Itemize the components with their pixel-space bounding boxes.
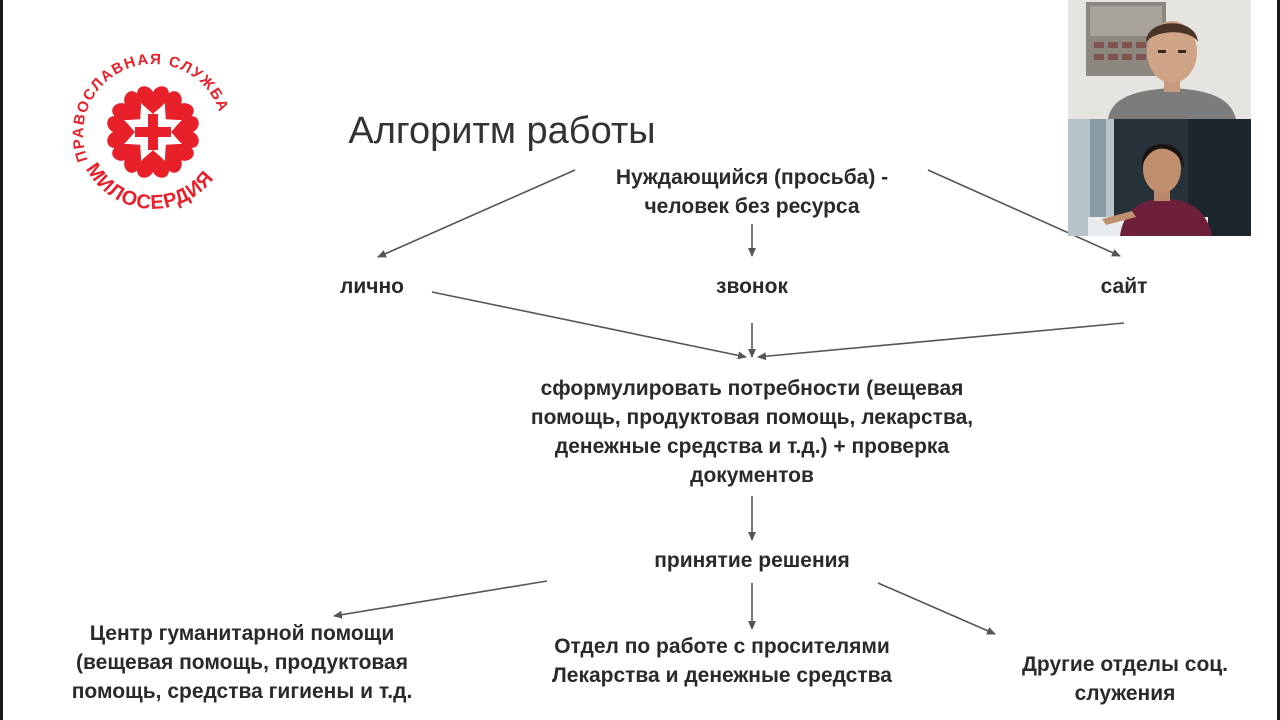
node-decision: принятие решения (654, 549, 850, 572)
node-other: Другие отделы соц. служения (1021, 653, 1229, 705)
node-formulate: сформулировать потребности (вещевая помо… (530, 377, 974, 487)
arrow-root-to-personal (377, 169, 576, 258)
cross-icon (135, 114, 171, 150)
arrow-root-to-site (927, 169, 1121, 257)
node-root: Нуждающийся (просьба) - человек без ресу… (615, 166, 889, 218)
miloserdie-logo: ПРАВОСЛАВНАЯ СЛУЖБА МИЛОСЕРДИЯ (70, 51, 231, 214)
arrow-decision-to-center (333, 580, 548, 619)
arrow-site-to-formulate (757, 322, 1125, 361)
node-call: звонок (716, 275, 788, 298)
frame-edge-left (0, 0, 3, 720)
video-thumbnail-participant-woman[interactable] (1068, 119, 1251, 236)
node-personal: лично (340, 275, 404, 298)
node-department: Отдел по работе с просителями Лекарства … (552, 635, 892, 687)
arrow-personal-to-formulate (431, 291, 747, 360)
node-site: сайт (1100, 275, 1148, 298)
participant-woman-image (1068, 119, 1251, 236)
frame-edge-right (1277, 0, 1280, 720)
video-thumbnail-participant-man[interactable] (1068, 0, 1251, 119)
participant-man-image (1068, 0, 1251, 119)
arrow-decision-to-other (877, 582, 996, 635)
node-center: Центр гуманитарной помощи (вещевая помощ… (71, 622, 413, 703)
diagram-title: Алгоритм работы (348, 110, 656, 152)
